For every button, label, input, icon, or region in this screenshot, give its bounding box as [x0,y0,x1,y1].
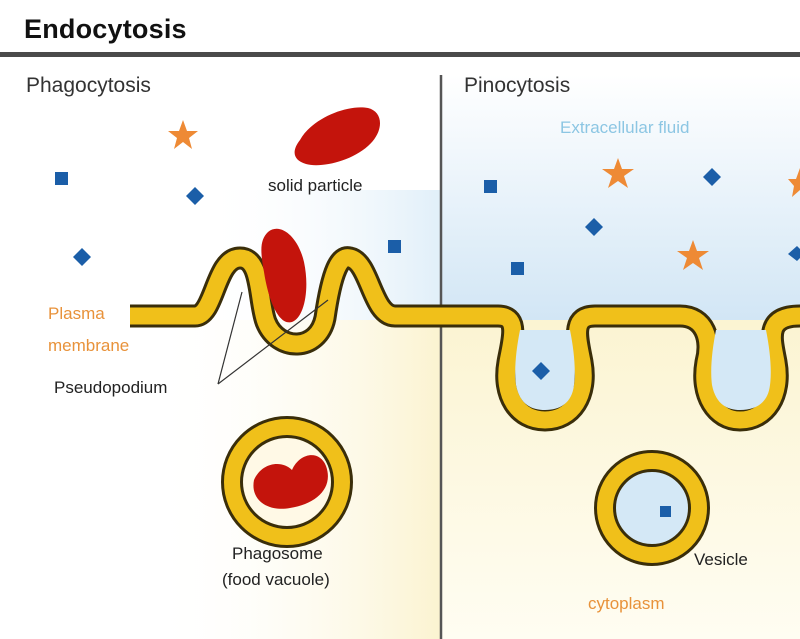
diamond-icon [532,362,550,380]
extracellular-fluid-region [442,75,800,320]
star-icon [677,240,709,270]
phagosome [221,416,353,548]
pinocytic-vesicle [594,450,710,566]
phagosome-particle [253,455,328,509]
star-icon [602,158,634,188]
diamond-icon [186,187,204,205]
extracellular-fluid-label: Extracellular fluid [560,118,690,137]
phagocytosis-heading: Phagocytosis [26,74,151,97]
pseudopodium-pointers [217,291,329,385]
cytoplasm-label: cytoplasm [588,594,665,613]
square-icon [484,180,497,193]
solid-particle-label: solid particle [268,176,363,195]
square-icon [660,506,671,517]
square-icon [55,172,68,185]
plasma-membrane-label-line2: membrane [48,336,130,355]
diamond-icon [703,168,721,186]
diamond-icon [788,246,800,261]
phagosome-label-line2: (food vacuole) [222,570,330,589]
square-icon [511,262,524,275]
diamond-icon [73,248,91,266]
solid-particle [294,107,380,166]
diamond-icon [585,218,603,236]
plasma-membrane-label-line1: Plasma [48,304,105,323]
title-underline [0,52,800,57]
phagosome-label-line1: Phagosome [232,544,323,563]
square-icon [388,240,401,253]
vesicle-label: Vesicle [694,550,748,569]
page-title: Endocytosis [24,14,187,44]
pinocytosis-heading: Pinocytosis [464,74,571,97]
star-icon [168,120,198,149]
star-icon [788,168,800,197]
engulfing-particle [261,228,307,323]
pseudopodium-label: Pseudopodium [54,378,168,397]
plasma-membrane-left [130,246,441,356]
